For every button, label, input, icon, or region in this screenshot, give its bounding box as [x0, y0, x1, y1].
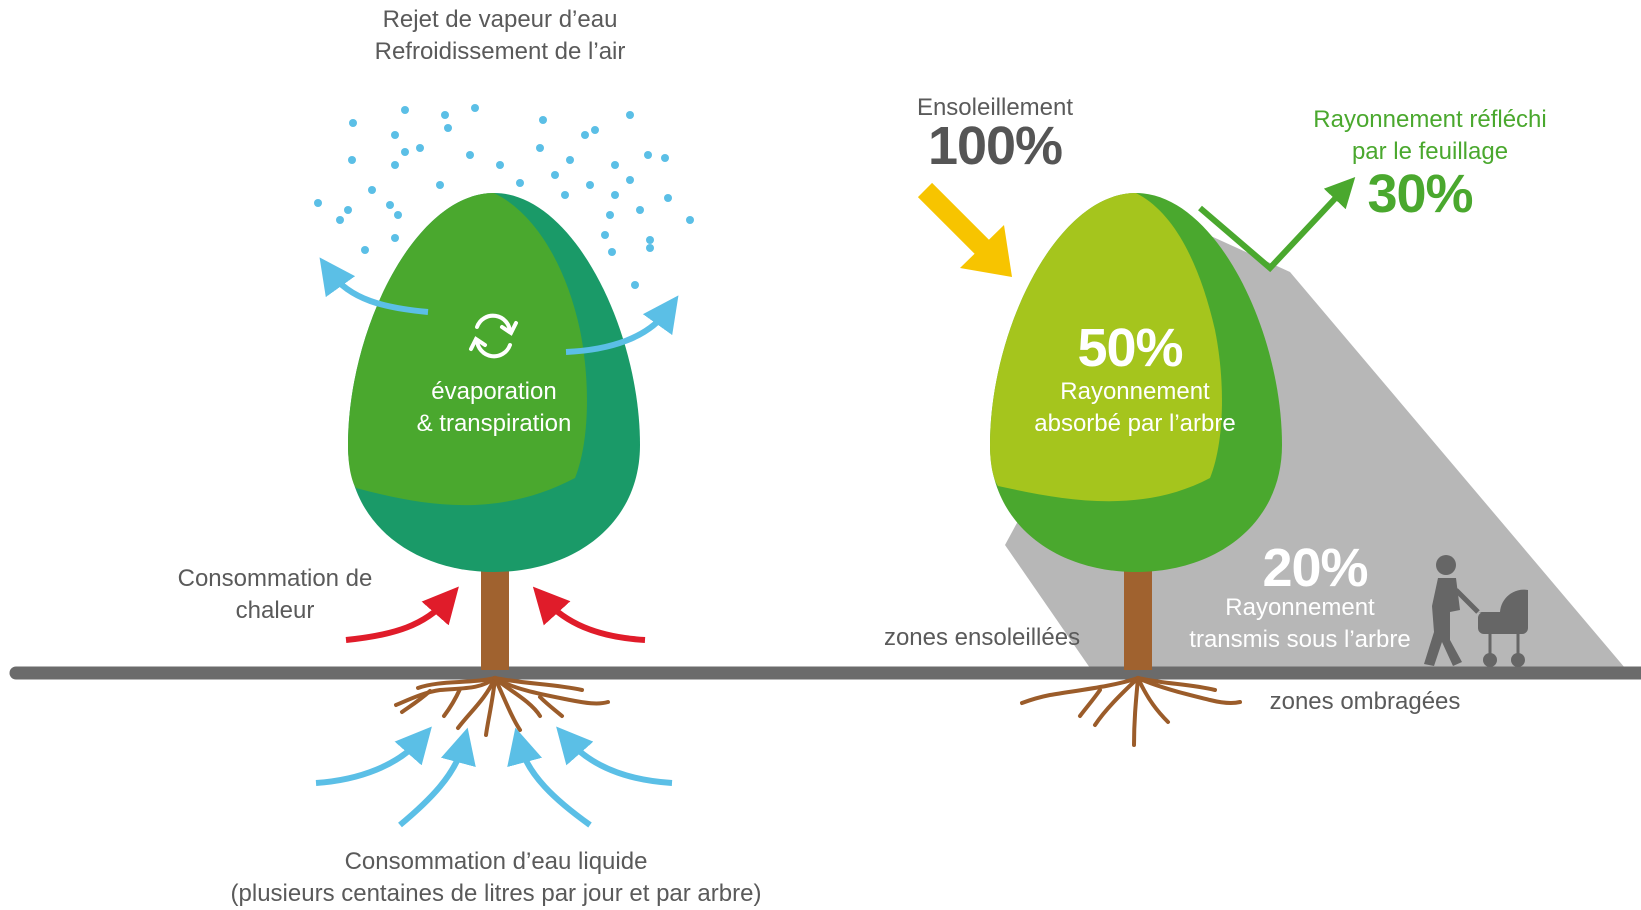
transmitted-value: 20% — [1262, 538, 1368, 598]
right-tree-trunk — [1124, 555, 1152, 670]
evaporation-label-line1: évaporation — [431, 378, 557, 405]
shade-zone-label: zones ombragées — [1269, 688, 1461, 715]
vapor-label-line1: Rejet de vapeur d’eau — [382, 6, 618, 33]
sun-value: 100% — [927, 116, 1063, 176]
heat-arrow-right — [532, 586, 646, 643]
heat-label-line2: chaleur — [235, 597, 315, 624]
heat-consumption-label: Consommation de chaleur — [160, 563, 390, 627]
transmitted-label-line2: transmis sous l’arbre — [1189, 626, 1411, 653]
evaporation-label-line2: & transpiration — [416, 410, 572, 437]
sun-label-text: Ensoleillement — [916, 94, 1074, 121]
reflected-arrow — [1198, 177, 1356, 273]
water-consumption-label: Consommation d’eau liquide (plusieurs ce… — [196, 846, 796, 910]
absorbed-label-line1: Rayonnement — [1060, 378, 1210, 405]
right-tree — [990, 193, 1282, 747]
right-tree-roots — [1020, 676, 1242, 747]
vapor-label: Rejet de vapeur d’eau Refroidissement de… — [355, 4, 645, 68]
absorbed-label-line2: absorbé par l’arbre — [1034, 410, 1236, 437]
reflected-value: 30% — [1367, 164, 1473, 224]
left-tree-trunk — [481, 555, 509, 670]
pedestrian-with-stroller-icon — [1424, 555, 1528, 667]
sun-label: Ensoleillement — [900, 92, 1090, 124]
reflected-label-line1: Rayonnement réfléchi — [1313, 106, 1547, 133]
heat-label-line1: Consommation de — [177, 565, 373, 592]
vapor-dots — [314, 104, 694, 289]
vapor-arrow-right — [565, 295, 679, 355]
refresh-cycle-icon — [469, 313, 518, 359]
evaporation-label: évaporation & transpiration — [389, 376, 599, 440]
left-tree-roots — [394, 676, 610, 737]
reflected-label: Rayonnement réfléchi par le feuillage — [1285, 104, 1575, 168]
reflected-label-line2: par le feuillage — [1351, 138, 1509, 165]
sun-arrow — [917, 182, 1012, 277]
vapor-arrow-left — [319, 257, 429, 315]
absorbed-value: 50% — [1077, 318, 1183, 378]
water-label-line2: (plusieurs centaines de litres par jour … — [230, 880, 762, 907]
water-label-line1: Consommation d’eau liquide — [344, 848, 648, 875]
absorbed-label: Rayonnement absorbé par l’arbre — [1015, 376, 1255, 440]
right-tree-crown-highlight — [990, 193, 1222, 502]
heat-arrow-left — [345, 586, 459, 643]
water-arrows — [315, 726, 673, 828]
sunny-zone-label: zones ensoleillées — [883, 624, 1081, 651]
vapor-label-line2: Refroidissement de l’air — [374, 38, 626, 65]
left-tree — [348, 193, 640, 737]
left-tree-crown-highlight — [348, 193, 587, 506]
transmitted-label-line1: Rayonnement — [1225, 594, 1375, 621]
transmitted-label: Rayonnement transmis sous l’arbre — [1170, 592, 1430, 656]
